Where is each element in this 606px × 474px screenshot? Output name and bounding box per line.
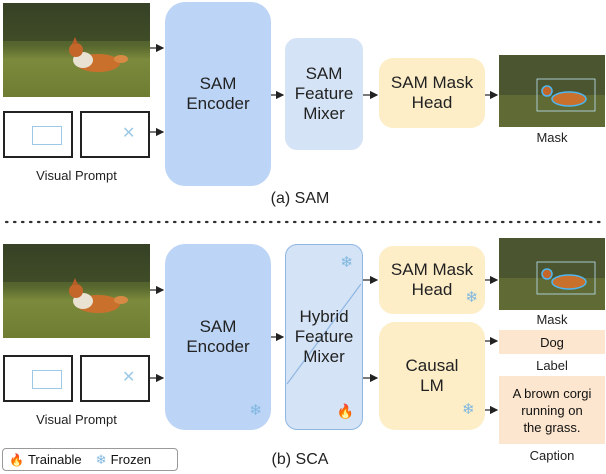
label-output-value: Dog [540,334,564,350]
mask-label-bottom: Mask [536,312,568,327]
visual-prompt-box-top [3,111,73,158]
mixer-line-3: Mixer [303,347,345,366]
box-prompt-marker [32,126,62,145]
caption-b: (b) SCA [271,451,329,468]
mixer-line-2: Feature [294,327,354,346]
encoder-line-1: SAM [199,317,237,336]
encoder-line-2: Encoder [186,94,250,113]
mask-label-top: Mask [536,130,568,145]
caption-output-label: Caption [529,448,575,463]
legend-frozen-label: Frozen [110,452,152,467]
snowflake-icon: ❄ [249,402,262,419]
encoder-line-1: SAM [199,74,237,93]
legend: 🔥 Trainable ❄ Frozen [2,448,178,471]
mixer-line-1: Hybrid [299,307,349,326]
label-caption: Label [536,358,568,373]
snowflake-icon: ❄ [95,451,107,467]
mixer-line-2: Feature [294,84,354,103]
lm-line-1: Causal [405,356,459,375]
snowflake-icon: ❄ [462,401,475,418]
snowflake-icon: ❄ [340,254,353,271]
visual-prompt-box-bottom [3,355,73,402]
head-line-1: SAM Mask [390,73,474,92]
fire-icon: 🔥 [336,403,354,419]
lm-line-2: LM [420,376,444,395]
caption-line-3: the grass. [523,419,581,435]
input-image-bottom [3,244,150,338]
caption-line-2: running on [521,402,583,418]
mixer-diagonal [286,283,361,384]
head-line-1: SAM Mask [390,260,474,279]
corgi-photo [3,3,150,97]
input-image-top [3,3,150,97]
output-mask-image-bottom [499,238,605,310]
output-mask-image-top [499,55,605,127]
snowflake-icon: ❄ [465,289,478,306]
encoder-line-2: Encoder [186,337,250,356]
point-prompt-marker: ✕ [122,125,136,142]
box-prompt-marker [32,370,62,389]
point-prompt-box-top: ✕ [80,111,150,158]
visual-prompt-label-bottom: Visual Prompt [36,412,117,427]
label-output-box: Dog [499,330,605,354]
caption-line-1: A brown corgi [512,385,592,401]
mixer-line-3: Mixer [303,104,345,123]
fire-icon: 🔥 [9,452,24,467]
masked-corgi-photo [499,55,605,127]
visual-prompt-label-top: Visual Prompt [36,168,117,183]
head-line-2: Head [411,280,453,299]
caption-a: (a) SAM [270,190,330,207]
mixer-line-1: SAM [305,64,343,83]
masked-corgi-photo [499,238,605,310]
corgi-photo [3,244,150,338]
legend-trainable-label: Trainable [27,452,82,467]
point-prompt-box-bottom: ✕ [80,355,150,402]
head-line-2: Head [411,93,453,112]
point-prompt-marker: ✕ [122,369,136,386]
